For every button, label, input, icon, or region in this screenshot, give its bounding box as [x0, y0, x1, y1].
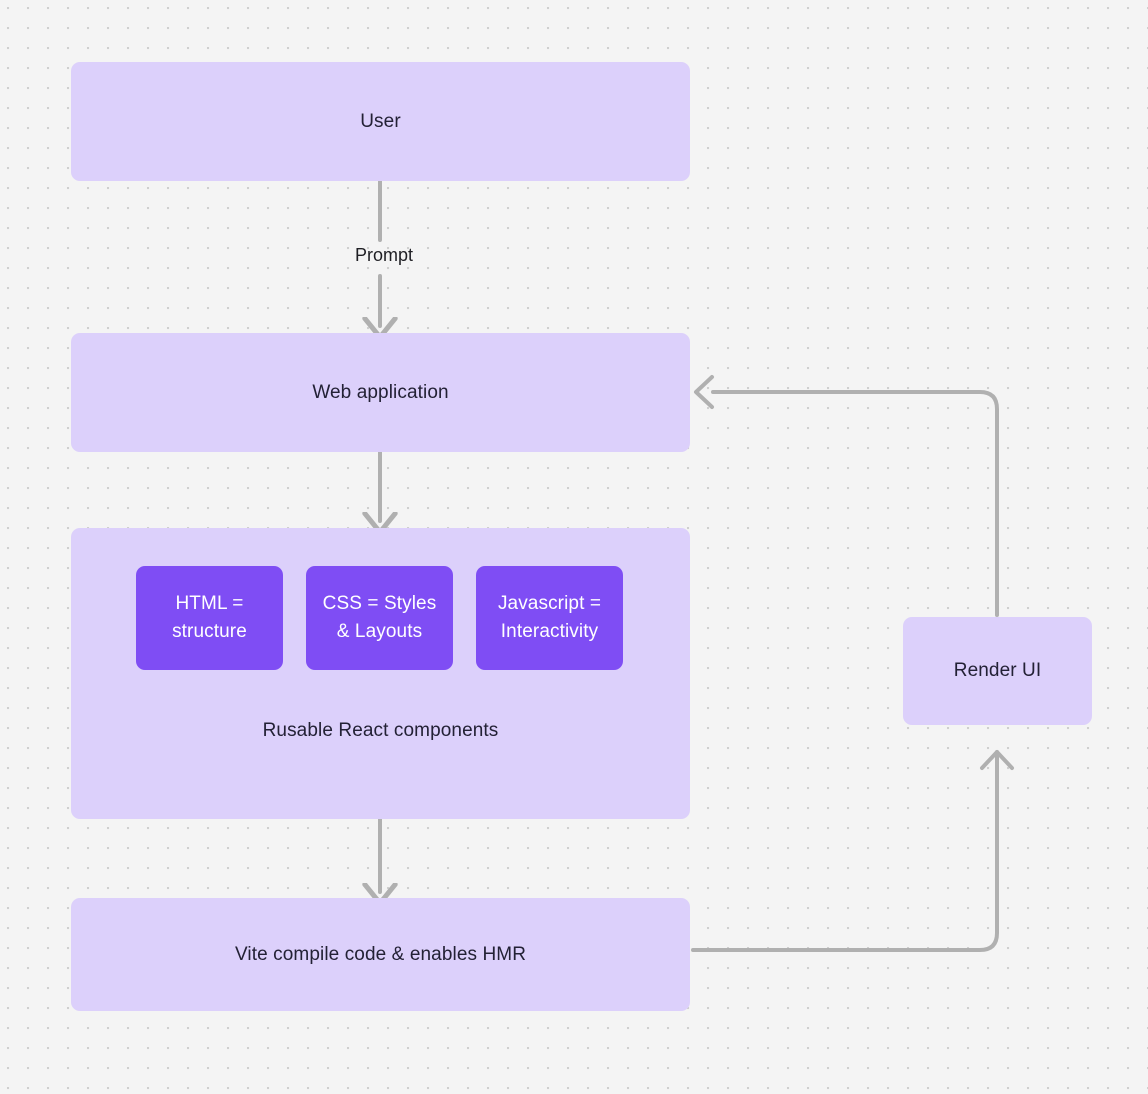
node-render-ui[interactable]: Render UI — [903, 617, 1092, 725]
edge-label-prompt-text: Prompt — [354, 245, 414, 265]
node-render-ui-label: Render UI — [953, 660, 1042, 682]
node-vite-label: Vite compile code & enables HMR — [234, 943, 527, 965]
node-user-label: User — [360, 110, 401, 132]
node-web-application-label: Web application — [312, 381, 449, 403]
node-components-group-label: Rusable React components — [71, 718, 690, 744]
edge-vite-to-render-ui — [691, 750, 1014, 952]
node-components-group[interactable]: HTML = structure CSS = Styles & Layouts … — [71, 528, 690, 819]
chip-css-label: CSS = Styles & Layouts — [322, 592, 437, 643]
edge-label-prompt: Prompt — [320, 245, 448, 266]
node-user[interactable]: User — [71, 62, 690, 181]
chip-javascript-label: Javascript = Interactivity — [497, 592, 602, 643]
chip-html[interactable]: HTML = structure — [136, 566, 283, 670]
chip-javascript[interactable]: Javascript = Interactivity — [476, 566, 623, 670]
chip-html-label: HTML = structure — [172, 592, 247, 643]
node-components-group-text: Rusable React components — [262, 720, 499, 741]
node-web-application[interactable]: Web application — [71, 333, 690, 452]
chip-css[interactable]: CSS = Styles & Layouts — [306, 566, 453, 670]
edge-render-ui-to-web — [694, 375, 999, 617]
node-vite[interactable]: Vite compile code & enables HMR — [71, 898, 690, 1011]
